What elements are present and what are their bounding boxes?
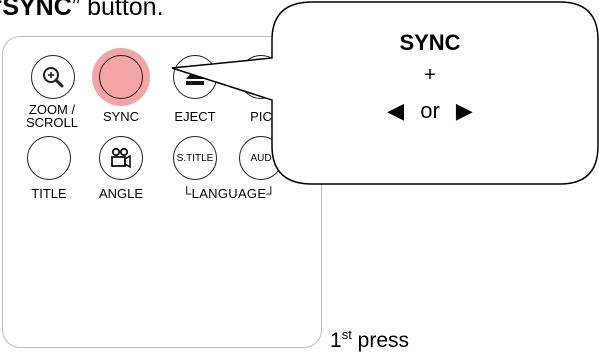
press-count: 1st press — [330, 327, 409, 353]
audio-button-text: AUD — [250, 152, 272, 164]
sync-button[interactable] — [99, 55, 143, 99]
zoom-label-line1: ZOOM / — [28, 102, 76, 117]
right-arrow-icon: ▶ — [455, 98, 473, 123]
sync-label: SYNC — [102, 109, 140, 124]
callout-title: SYNC — [330, 30, 530, 56]
instruction-text: “SYNC” button. — [0, 0, 164, 22]
language-label: └LANGUAGE┘ — [182, 186, 276, 201]
intro-quote-open: “ — [0, 0, 2, 21]
angle-label: ANGLE — [98, 186, 144, 201]
press-suffix: st — [341, 327, 352, 342]
title-label: TITLE — [31, 186, 67, 201]
zoom-button[interactable] — [31, 55, 75, 99]
zoom-label-line2: SCROLL — [25, 115, 79, 130]
intro-rest: ” button. — [71, 0, 164, 21]
callout-title-text: SYNC — [399, 30, 461, 55]
press-word: press — [357, 329, 410, 352]
left-arrow-icon: ◀ — [387, 98, 405, 123]
subtitle-button-text: S.TITLE — [176, 152, 214, 164]
press-number: 1 — [330, 329, 342, 352]
callout-plus: + — [424, 64, 436, 86]
intro-keyword: SYNC — [2, 0, 72, 21]
zoom-label: ZOOM / SCROLL — [12, 103, 92, 129]
callout-arrows: ◀ or ▶ — [330, 98, 530, 124]
eject-label: EJECT — [174, 109, 216, 124]
callout-or: or — [420, 98, 440, 123]
subtitle-button[interactable]: S.TITLE — [173, 136, 217, 180]
picture-label: PIC — [250, 109, 272, 124]
title-button[interactable] — [27, 136, 71, 180]
magnifier-icon — [43, 67, 64, 88]
camera-icon — [111, 147, 131, 169]
angle-button[interactable] — [99, 136, 143, 180]
